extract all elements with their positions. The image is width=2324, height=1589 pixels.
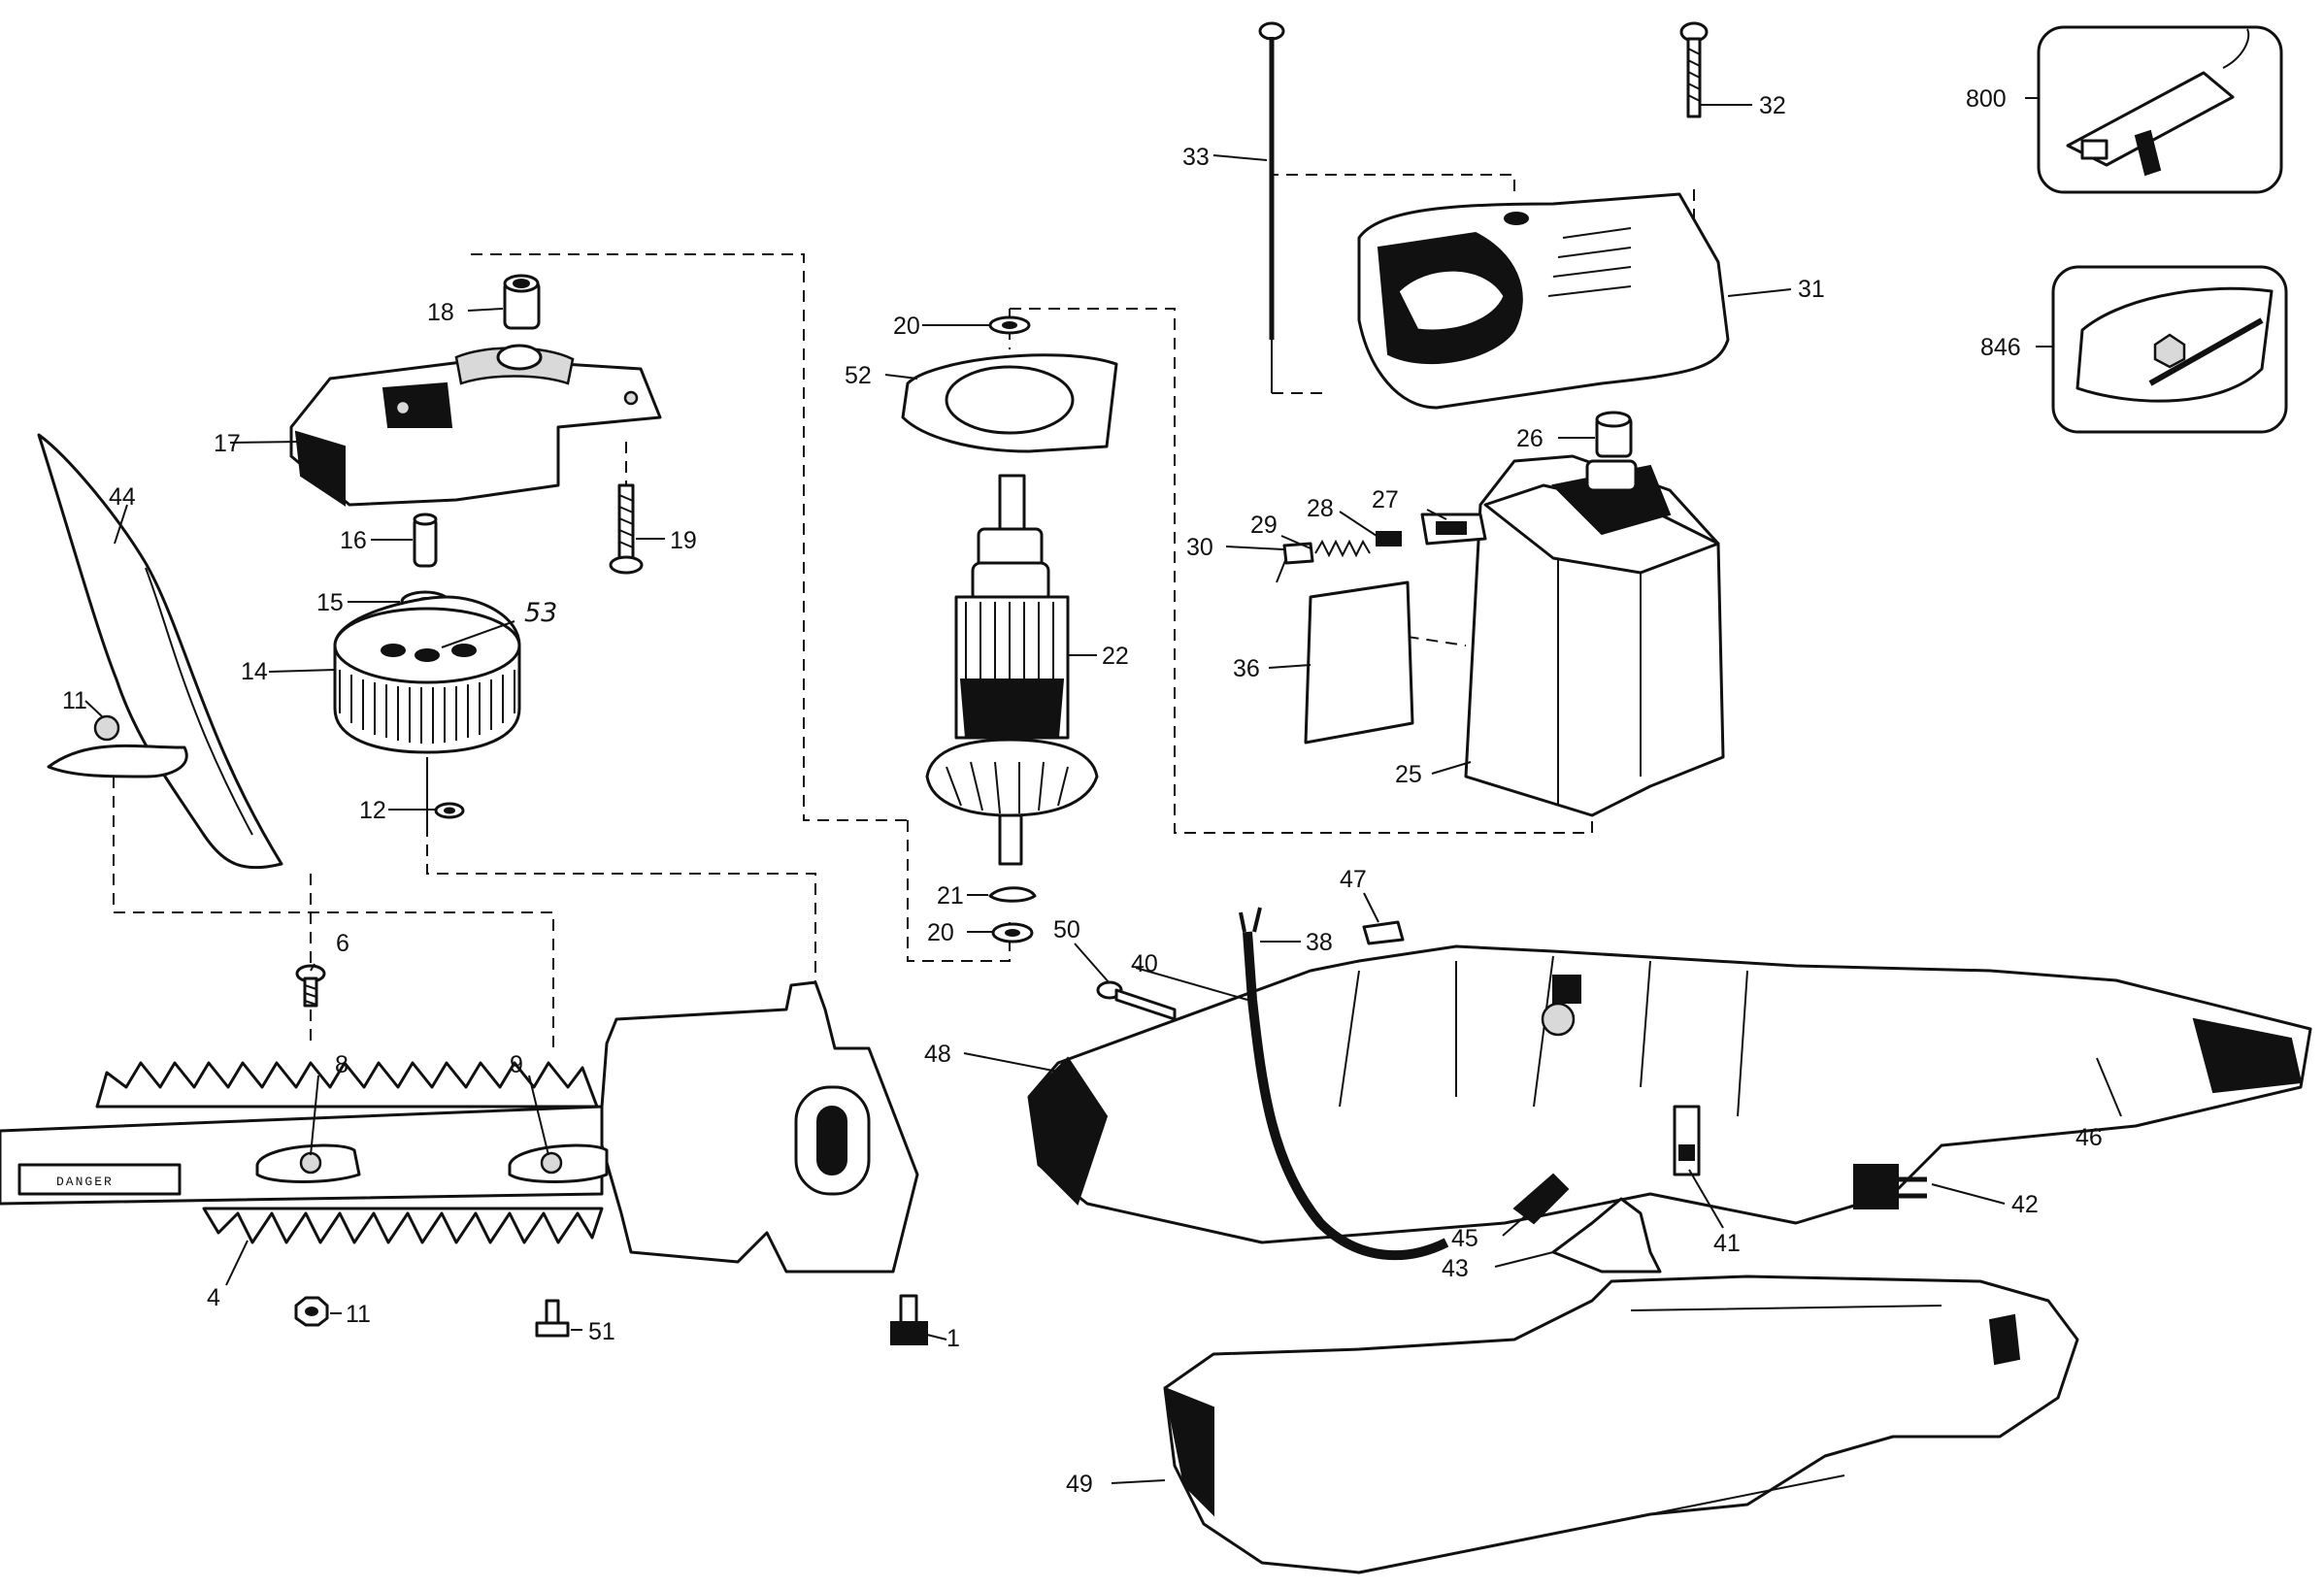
callout-28: 28	[1307, 495, 1334, 522]
spring-29	[1314, 539, 1371, 558]
callout-32: 32	[1759, 92, 1786, 119]
callout-4: 4	[207, 1284, 220, 1311]
callout-27: 27	[1372, 486, 1399, 513]
callout-14: 14	[241, 658, 268, 685]
callout-25: 25	[1395, 761, 1422, 788]
callout-6: 6	[336, 930, 349, 957]
callout-53: 53	[524, 598, 557, 628]
danger-label: DANGER	[56, 1175, 114, 1189]
callout-50: 50	[1053, 916, 1080, 943]
callout-31: 31	[1798, 276, 1825, 303]
blade-assembly: DANGER	[0, 980, 919, 1274]
switch-41	[1673, 1105, 1701, 1176]
bushing-26	[1595, 411, 1633, 458]
screw-32	[1679, 21, 1709, 118]
callout-42: 42	[2011, 1191, 2039, 1218]
callout-800: 800	[1966, 85, 2007, 113]
callout-44: 44	[109, 483, 136, 511]
plug-42	[1853, 1164, 1927, 1209]
gear-14	[333, 595, 521, 754]
power-cord-40	[1239, 907, 1449, 1261]
callout-19: 19	[670, 527, 697, 554]
trigger-43	[1551, 1197, 1662, 1274]
screw-6	[295, 964, 326, 1008]
baffle-52	[901, 353, 1118, 453]
callout-11-top: 11	[62, 687, 87, 714]
handle-half-49	[1163, 1275, 2079, 1574]
pin-16	[413, 513, 438, 568]
inset-846	[2051, 265, 2288, 434]
callout-40: 40	[1131, 950, 1158, 977]
lever-45	[1512, 1173, 1570, 1225]
callout-30: 30	[1186, 534, 1213, 561]
callout-45: 45	[1451, 1225, 1478, 1252]
callout-17: 17	[214, 430, 241, 457]
motor-housing-25	[1464, 454, 1725, 817]
blade-guard-44	[37, 433, 283, 870]
bushing-18	[503, 274, 541, 330]
screw-1	[890, 1294, 928, 1345]
callout-46: 46	[2075, 1124, 2103, 1151]
washer-20-top	[988, 315, 1031, 335]
nut-11-bottom	[294, 1296, 329, 1327]
callout-52: 52	[845, 362, 872, 389]
callout-47: 47	[1340, 866, 1367, 893]
leader-lines	[84, 97, 2122, 1484]
screw-19	[609, 442, 644, 575]
callout-21: 21	[937, 882, 964, 910]
callout-846: 846	[1980, 334, 2021, 361]
callout-41: 41	[1713, 1230, 1741, 1257]
callout-33: 33	[1182, 144, 1210, 171]
screw-33	[1258, 21, 1285, 340]
label-plate-36	[1304, 580, 1414, 745]
callout-48: 48	[924, 1041, 951, 1068]
callout-numbers: 18 17 16 19 15 53 14 12 44 11 6 8 9 4 11…	[62, 85, 2103, 1498]
callout-20-bottom: 20	[927, 919, 954, 946]
gear-housing-17	[289, 344, 662, 507]
motor-cover-31	[1357, 192, 1730, 410]
callout-26: 26	[1516, 425, 1544, 452]
guard-nut-icon	[93, 714, 120, 742]
brush-28	[1376, 531, 1402, 546]
handle-half-46	[1027, 944, 2312, 1244]
inset-800	[2037, 25, 2283, 194]
callout-22: 22	[1102, 643, 1129, 670]
callout-11-bottom: 11	[346, 1301, 371, 1328]
callout-20-top: 20	[893, 313, 920, 340]
callout-29: 29	[1250, 512, 1278, 539]
callout-38: 38	[1306, 929, 1333, 956]
label-47	[1362, 920, 1405, 945]
callout-1: 1	[946, 1325, 960, 1352]
callout-16: 16	[340, 527, 367, 554]
washer-12	[434, 802, 465, 819]
callout-9: 9	[510, 1051, 523, 1078]
callout-15: 15	[316, 589, 344, 616]
callout-18: 18	[427, 299, 454, 326]
callout-43: 43	[1442, 1255, 1469, 1282]
washer-20-bottom	[991, 922, 1034, 943]
callout-8: 8	[335, 1051, 349, 1078]
screw-51	[535, 1299, 570, 1338]
callout-12: 12	[359, 797, 386, 824]
washer-21	[988, 886, 1037, 903]
callout-51: 51	[588, 1318, 615, 1345]
brush-holder-27	[1420, 513, 1487, 546]
assembly-guide-lines	[113, 174, 1695, 1048]
callout-49: 49	[1066, 1471, 1093, 1498]
callout-36: 36	[1233, 655, 1260, 682]
armature-22	[925, 474, 1099, 866]
screw-50	[1096, 980, 1177, 1021]
